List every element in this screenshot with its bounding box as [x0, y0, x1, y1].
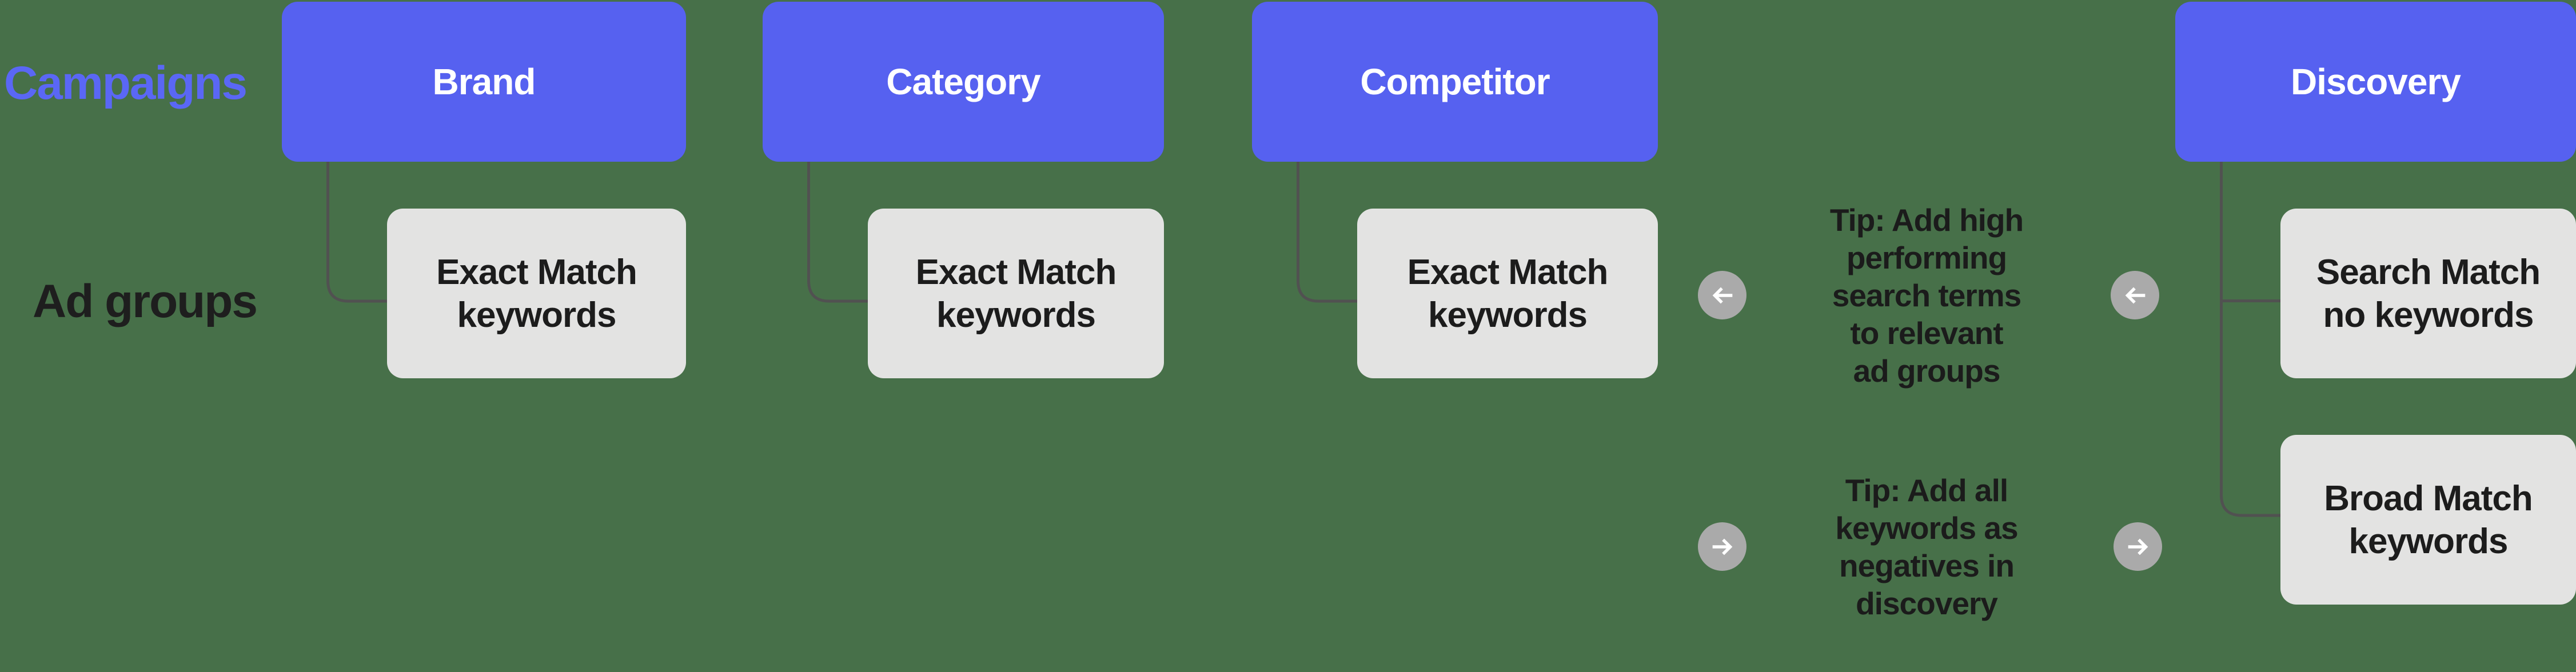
tip-top-text: Tip: Add high performing search terms to… — [1829, 202, 2024, 389]
arrow-right-icon — [1712, 538, 1732, 555]
connector-category — [807, 162, 868, 303]
arrow-right-circle-bottom-right — [2114, 522, 2162, 571]
adgroup-box-brand-exact-match: Exact Match keywords — [387, 209, 686, 378]
row-label-campaigns: Campaigns — [4, 57, 248, 109]
arrow-left-icon — [2125, 287, 2145, 303]
connector-discovery-trunk — [2220, 162, 2280, 517]
campaign-box-competitor: Competitor — [1252, 2, 1658, 162]
arrow-left-circle-top-right — [2111, 271, 2159, 319]
campaign-box-brand: Brand — [282, 2, 686, 162]
adgroup-box-discovery-broad-match: Broad Match keywords — [2280, 435, 2576, 605]
adgroup-box-category-exact-match: Exact Match keywords — [868, 209, 1164, 378]
campaign-box-category: Category — [763, 2, 1164, 162]
connector-competitor — [1297, 162, 1357, 303]
campaign-box-discovery: Discovery — [2175, 2, 2576, 162]
connector-brand — [326, 162, 387, 303]
adgroup-box-competitor-exact-match: Exact Match keywords — [1357, 209, 1658, 378]
arrow-left-icon — [1712, 287, 1732, 303]
tip-bottom-text: Tip: Add all keywords as negatives in di… — [1835, 473, 2018, 621]
arrow-left-circle-top-left — [1698, 271, 1746, 319]
row-label-ad-groups: Ad groups — [33, 275, 258, 327]
adgroup-box-discovery-search-match: Search Match no keywords — [2280, 209, 2576, 378]
arrow-right-circle-bottom-left — [1698, 522, 1746, 571]
arrow-right-icon — [2128, 538, 2148, 555]
